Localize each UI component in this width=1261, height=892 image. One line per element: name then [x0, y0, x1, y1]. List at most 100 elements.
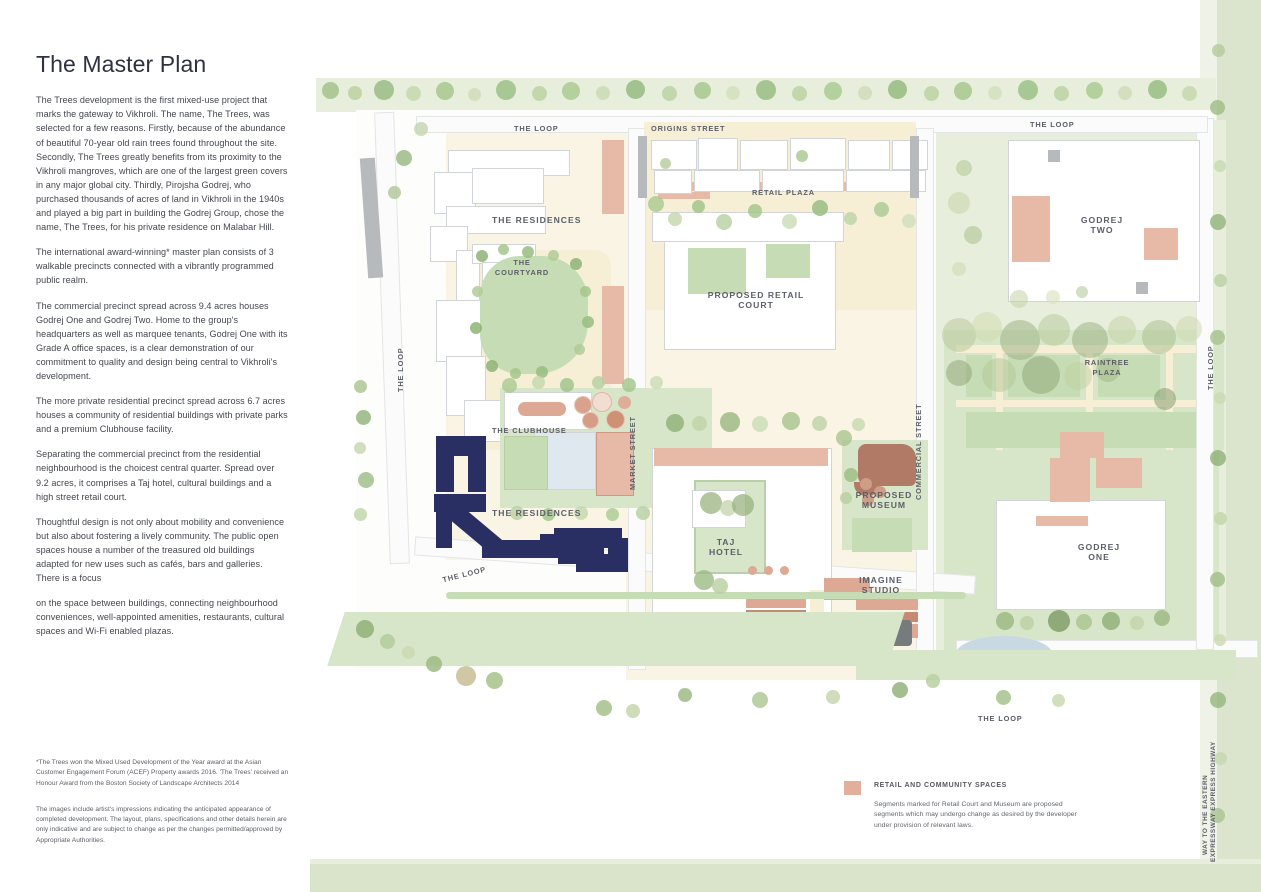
tree-canopy: [354, 442, 366, 454]
tree-canopy: [626, 704, 640, 718]
map-label-proposed-retail-court: PROPOSED RETAIL COURT: [707, 290, 805, 310]
courtyard-lawn: [480, 256, 588, 374]
tree-canopy: [322, 82, 339, 99]
tree-canopy: [1214, 512, 1227, 525]
residential-tower: [576, 554, 628, 572]
map-label-retail-plaza: RETAIL PLAZA: [752, 188, 815, 197]
residential-tower: [436, 512, 452, 548]
map-label-godrej-two: GODREJ TWO: [1080, 215, 1124, 235]
residential-tower: [454, 436, 468, 456]
taj-hotel-podium-retail: [654, 448, 828, 466]
raintree-canopy: [1000, 320, 1040, 360]
body-paragraph: The more private residential precinct sp…: [36, 396, 288, 435]
map-label-commercial-street: COMMERCIAL STREET: [914, 403, 923, 500]
tree-canopy: [456, 666, 476, 686]
map-label-loop-top-left: THE LOOP: [514, 124, 559, 133]
tree-canopy: [1154, 610, 1170, 626]
residential-tower: [434, 494, 486, 512]
south-green-sweep-east: [856, 650, 1236, 680]
tree-canopy: [560, 378, 574, 392]
tree-canopy: [1118, 86, 1132, 100]
tree-canopy: [592, 376, 605, 389]
tree-canopy: [840, 492, 852, 504]
tree-canopy: [522, 246, 534, 258]
tree-canopy: [582, 316, 594, 328]
godrej-two-core: [1136, 282, 1148, 294]
heritage-building: [762, 170, 844, 192]
south-tree-line: [446, 592, 966, 599]
tree-canopy: [1210, 450, 1226, 466]
tree-canopy: [414, 122, 428, 136]
raintree-canopy: [1096, 358, 1120, 382]
tree-canopy: [536, 366, 548, 378]
tree-canopy: [574, 344, 585, 355]
tree-canopy: [380, 634, 395, 649]
tree-canopy: [726, 86, 740, 100]
godrej-one-retail: [1050, 458, 1090, 502]
tree-canopy: [1210, 572, 1225, 587]
heritage-building: [740, 140, 788, 170]
map-label-courtyard: THE COURTYARD: [494, 258, 550, 277]
map-label-loop-bottom-right: THE LOOP: [978, 714, 1023, 723]
clubhouse-pool: [518, 402, 566, 416]
residential-tower: [540, 534, 558, 558]
tree-canopy: [468, 88, 481, 101]
tree-canopy: [694, 570, 714, 590]
tree-canopy: [844, 468, 858, 482]
tree-canopy: [796, 150, 808, 162]
godrej-one-retail: [1060, 432, 1104, 458]
raintree-canopy: [1064, 362, 1092, 390]
map-label-loop-right: THE LOOP: [1206, 345, 1215, 390]
legend-swatch-retail: [844, 781, 861, 795]
heritage-building: [654, 170, 692, 194]
tree-canopy: [888, 80, 907, 99]
raintree-canopy: [946, 360, 972, 386]
tree-canopy: [486, 672, 503, 689]
plaza-dot: [780, 566, 789, 575]
tree-canopy: [354, 508, 367, 521]
retail-court-lawn: [688, 248, 746, 294]
raintree-canopy: [1176, 316, 1202, 342]
raintree-canopy: [1108, 316, 1136, 344]
tree-canopy: [792, 86, 807, 101]
tree-canopy: [952, 262, 966, 276]
tree-canopy: [1182, 86, 1197, 101]
tree-canopy: [436, 82, 454, 100]
tree-canopy: [720, 412, 740, 432]
tree-canopy: [510, 506, 524, 520]
tree-canopy: [700, 492, 722, 514]
map-label-godrej-one: GODREJ ONE: [1077, 542, 1121, 562]
plaza-dot: [748, 566, 757, 575]
tree-canopy: [892, 682, 908, 698]
tree-canopy: [836, 430, 852, 446]
footnotes: *The Trees won the Mixed Used Developmen…: [36, 758, 290, 862]
body-paragraph: The Trees development is the first mixed…: [36, 95, 288, 233]
raintree-canopy: [1142, 320, 1176, 354]
site-master-plan-map[interactable]: THE LOOP ORIGINS STREET THE LOOP RETAIL …: [296, 0, 1261, 892]
tree-canopy: [1214, 160, 1226, 172]
south-retail-block: [856, 598, 918, 610]
tree-canopy: [406, 86, 421, 101]
tree-canopy: [954, 82, 972, 100]
body-paragraph: on the space between buildings, connecti…: [36, 598, 285, 637]
map-label-residences-south: THE RESIDENCES: [492, 508, 582, 518]
plaza-path: [956, 400, 1211, 407]
commercial-street-road: [916, 128, 934, 670]
award-footnote: *The Trees won the Mixed Used Developmen…: [36, 759, 289, 787]
tree-canopy: [1210, 330, 1225, 345]
tree-canopy: [988, 86, 1002, 100]
body-paragraph: The commercial precinct spread across 9.…: [36, 300, 288, 381]
map-south-green-band-inner: [310, 859, 1261, 864]
tree-canopy: [354, 380, 367, 393]
tree-canopy: [858, 86, 872, 100]
godrej-one-retail: [1096, 458, 1142, 488]
plaza-circle: [592, 392, 612, 412]
tree-canopy: [626, 80, 645, 99]
tree-canopy: [752, 416, 768, 432]
tree-canopy: [348, 86, 362, 100]
plaza-circle: [618, 396, 631, 409]
raintree-canopy: [972, 312, 1002, 342]
tree-canopy: [596, 700, 612, 716]
tree-canopy: [396, 150, 412, 166]
